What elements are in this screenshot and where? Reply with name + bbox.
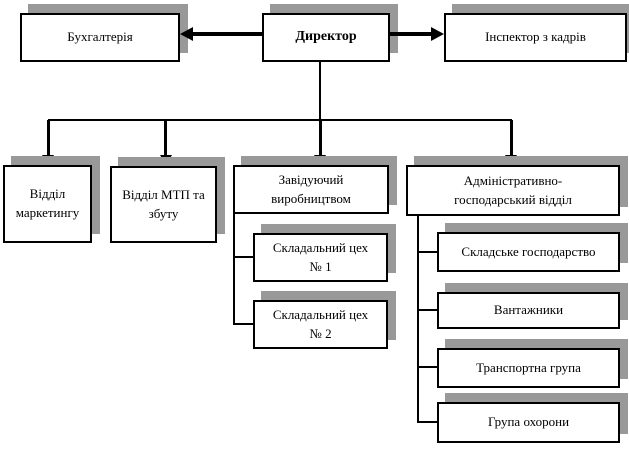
- node-mtp-sales: Відділ МТП та збуту: [110, 166, 217, 243]
- connector-distribution-line: [48, 119, 512, 121]
- node-accounting: Бухгалтерія: [20, 13, 180, 62]
- node-admin-household: Адміністративно- господарський відділ: [406, 165, 620, 216]
- connector-director-drop: [319, 62, 321, 120]
- edge-director-marketing-shaft: [47, 120, 50, 156]
- node-marketing: Відділ маркетингу: [3, 165, 92, 243]
- node-loaders: Вантажники: [437, 292, 620, 329]
- connector-admin-stub-warehouse: [417, 251, 437, 253]
- edge-director-hr-shaft: [390, 32, 432, 36]
- connector-admin-stub-loaders: [417, 309, 437, 311]
- node-assembly-shop-2: Складальний цех № 2: [253, 300, 388, 349]
- node-warehouse: Складське господарство: [437, 232, 620, 272]
- edge-director-admin-shaft: [510, 120, 513, 156]
- node-transport-group: Транспортна група: [437, 348, 620, 388]
- edge-director-production-shaft: [319, 120, 322, 156]
- node-hr-inspector: Інспектор з кадрів: [444, 13, 627, 62]
- edge-director-admin-arrowhead: [505, 155, 517, 165]
- connector-admin-stub-transport: [417, 366, 437, 368]
- connector-production-stub-shop2: [233, 323, 253, 325]
- edge-director-marketing-arrowhead: [42, 155, 54, 165]
- node-security-group: Група охорони: [437, 402, 620, 443]
- edge-director-mtp-shaft: [164, 120, 167, 156]
- edge-director-mtp-arrowhead: [160, 155, 172, 165]
- node-assembly-shop-1: Складальний цех № 1: [253, 233, 388, 282]
- connector-admin-vertical: [417, 215, 419, 423]
- connector-admin-stub-security: [417, 421, 437, 423]
- connector-production-vertical: [233, 213, 235, 325]
- node-production-manager: Завідуючий виробництвом: [233, 165, 389, 214]
- connector-production-stub-shop1: [233, 256, 253, 258]
- edge-director-hr-arrowhead: [431, 27, 444, 41]
- edge-director-accounting-arrowhead: [180, 27, 193, 41]
- edge-director-production-arrowhead: [314, 155, 326, 165]
- node-director: Директор: [262, 13, 390, 62]
- edge-director-accounting-shaft: [193, 32, 263, 36]
